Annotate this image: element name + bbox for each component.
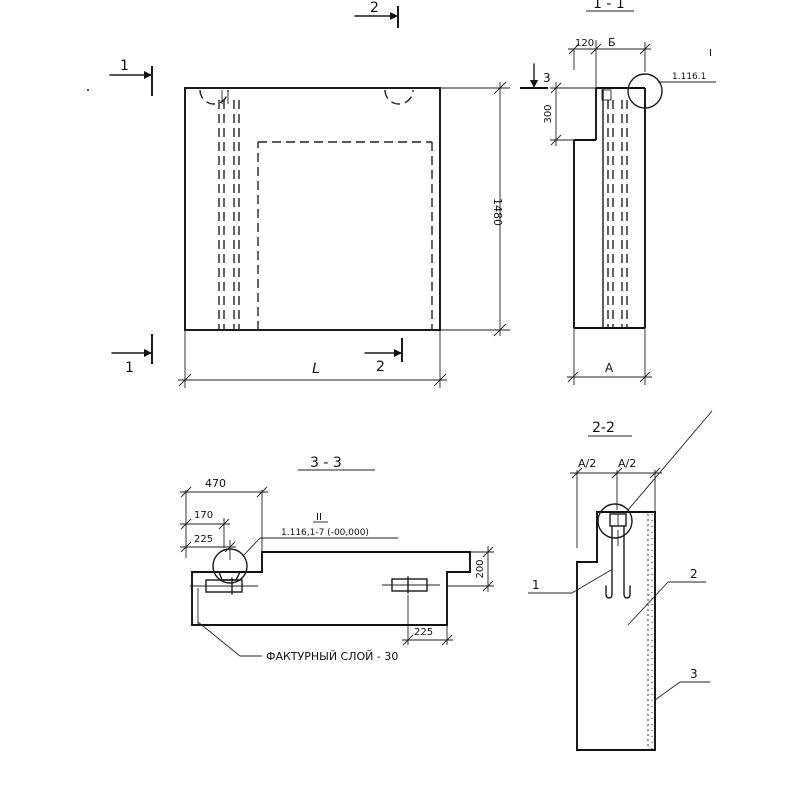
callout-I-numeral: I — [709, 48, 712, 59]
dimension-120: 120 — [575, 38, 594, 49]
dimension-225-bottom: 225 — [414, 627, 433, 638]
callout-II-numeral: II — [316, 512, 322, 523]
facing-layer-note: ФАКТУРНЫЙ СЛОЙ - 30 — [266, 650, 398, 663]
height-dimension-label: 1480 — [491, 198, 504, 226]
section-3-3: 3 - 3 II 1.116,1-7 (-00,000) 470 170 — [180, 455, 494, 663]
panel-outline — [184, 87, 441, 331]
section-2-2: 2-2 A/2 A/2 1 2 3 — [528, 410, 713, 751]
section-3-3-title: 3 - 3 — [310, 455, 342, 471]
cut3-label: 3 — [543, 71, 551, 85]
dimension-a: A — [605, 361, 614, 375]
dimension-225-top: 225 — [194, 534, 213, 545]
cut2-bottom-label: 2 — [376, 359, 385, 375]
leader-1-label: 1 — [532, 578, 540, 592]
cut1-top-label: 1 — [120, 58, 129, 74]
leader-3-label: 3 — [690, 667, 698, 681]
callout-II-reference: 1.116,1-7 (-00,000) — [281, 528, 369, 538]
length-dimension-label: L — [312, 361, 320, 377]
dimension-a2-right: A/2 — [618, 457, 636, 470]
dimension-b: Б — [608, 36, 616, 49]
leader-2-label: 2 — [690, 567, 698, 581]
dimension-a2-left: A/2 — [578, 457, 596, 470]
cut1-bottom-label: 1 — [125, 360, 134, 376]
dimension-470: 470 — [205, 477, 226, 490]
section-1-1-title: 1 - 1 — [593, 0, 625, 12]
cut2-top-label: 2 — [370, 0, 379, 16]
dimension-170: 170 — [194, 510, 213, 521]
dimension-300: 300 — [543, 104, 554, 123]
main-elevation-view: 1480 L 1 1 2 2 — [87, 0, 510, 388]
callout-I-reference: 1.116.1 — [672, 72, 706, 82]
section-2-2-title: 2-2 — [592, 420, 615, 436]
section-1-1: 1 - 1 I 1.116.1 120 Б 3 — [520, 0, 716, 385]
dimension-200: 200 — [475, 559, 486, 578]
